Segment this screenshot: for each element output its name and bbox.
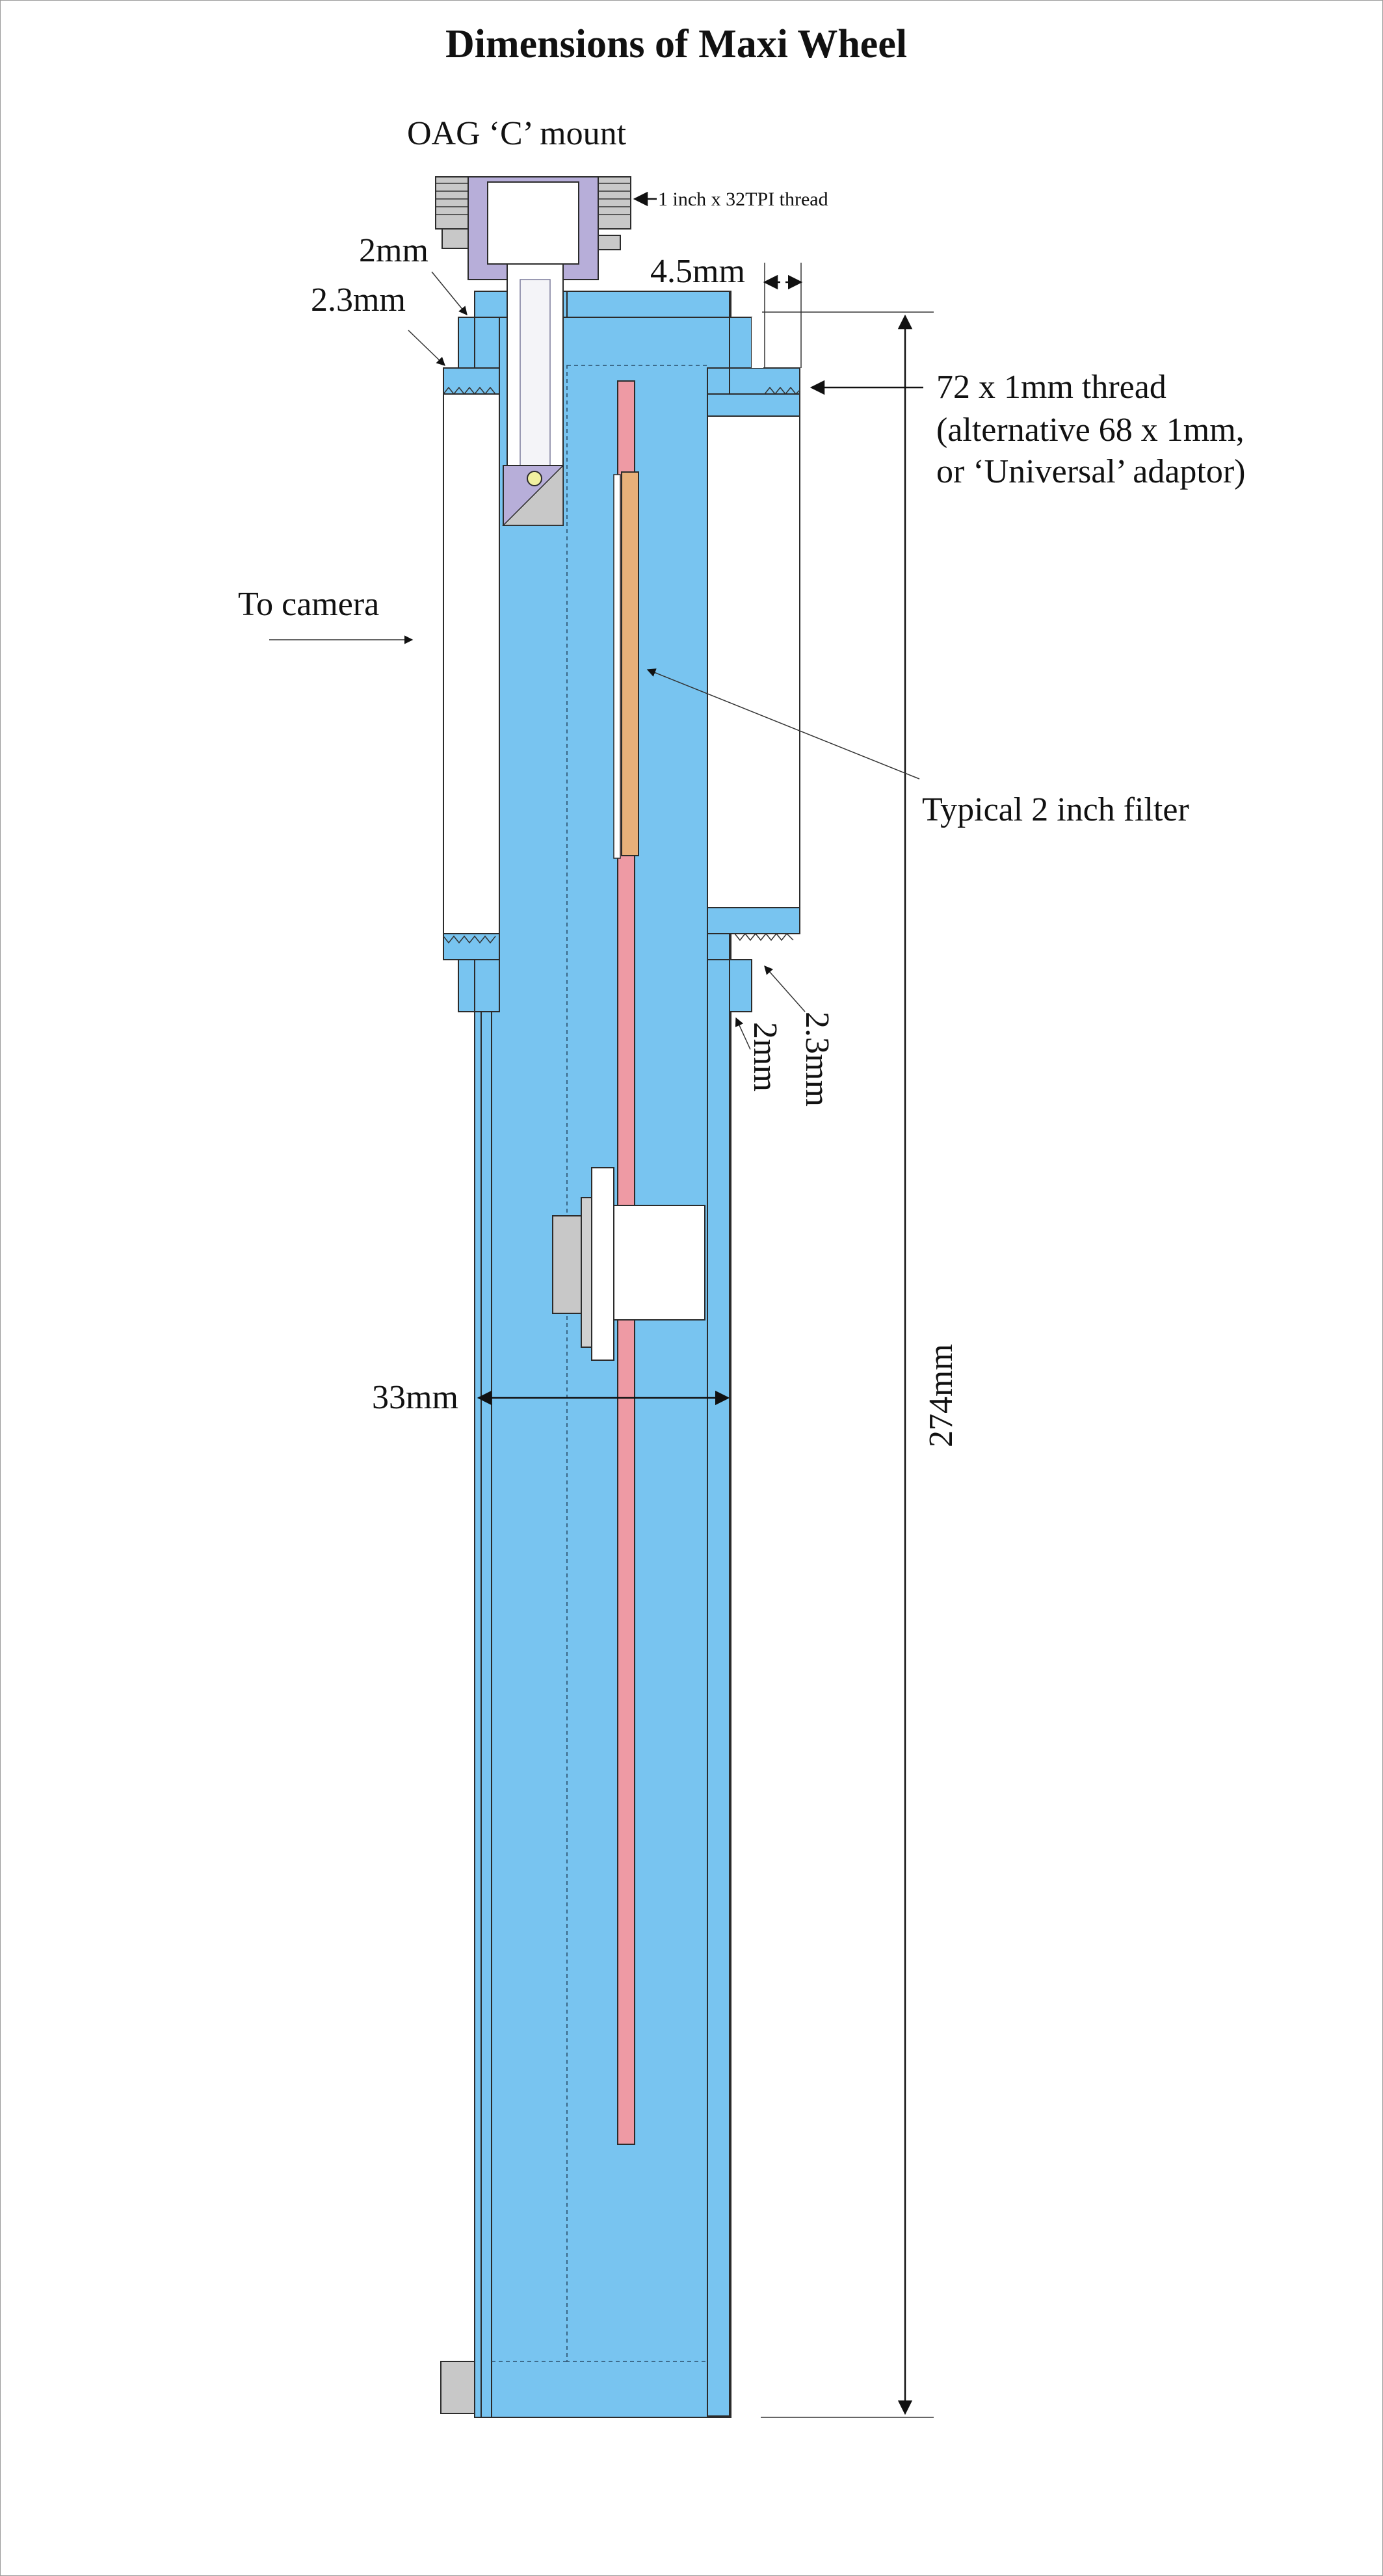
camera-adaptor	[443, 393, 800, 960]
label-274mm: 274mm	[923, 1344, 960, 1447]
page-title: Dimensions of Maxi Wheel	[445, 22, 907, 66]
label-oag-thread: 1 inch x 32TPI thread	[658, 189, 828, 210]
connector-block	[440, 2361, 475, 2414]
bottom-flanges	[458, 933, 752, 2417]
label-to-camera: To camera	[238, 586, 379, 623]
label-2mm-bottom: 2mm	[746, 1022, 784, 1092]
label-2mm-top: 2mm	[359, 232, 428, 269]
right-top-flange	[707, 317, 800, 395]
label-4-5mm: 4.5mm	[650, 253, 745, 290]
label-thread-line3: or ‘Universal’ adaptor)	[936, 453, 1246, 490]
label-2-3mm-top: 2.3mm	[311, 282, 406, 319]
housing-top	[566, 291, 730, 318]
label-thread-line1: 72 x 1mm thread	[936, 369, 1166, 406]
label-33mm: 33mm	[372, 1379, 458, 1416]
label-filter: Typical 2 inch filter	[922, 791, 1189, 828]
label-2-3mm-bottom: 2.3mm	[798, 1012, 836, 1107]
label-oag-mount: OAG ‘C’ mount	[407, 115, 627, 152]
filter-2inch	[621, 471, 639, 856]
oag-c-mount	[435, 176, 631, 526]
label-thread-line2: (alternative 68 x 1mm,	[936, 412, 1245, 449]
left-tube	[443, 393, 500, 941]
left-top-flange	[443, 317, 500, 395]
motor-hub	[552, 1167, 705, 1361]
filter-pointer	[646, 668, 920, 780]
right-tube	[707, 393, 800, 908]
